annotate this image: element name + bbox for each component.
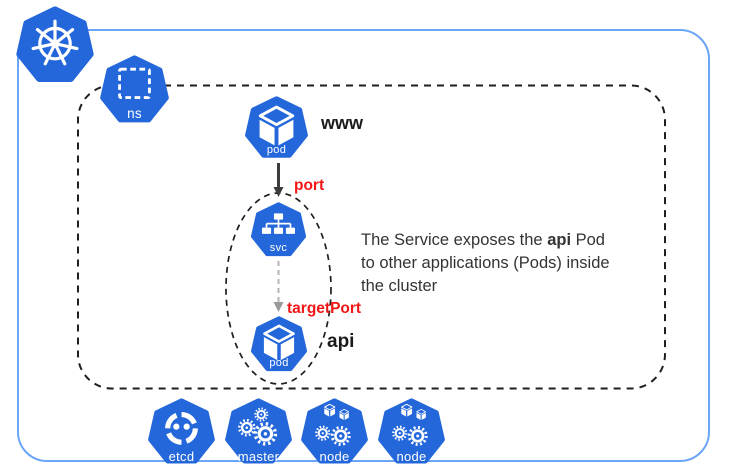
pod-www-name: www xyxy=(321,113,364,133)
annotation-line-1: The Service exposes the api Pod xyxy=(361,231,605,249)
port-label: port xyxy=(294,177,325,194)
service-icon: svc xyxy=(250,202,307,259)
master-icon: master xyxy=(224,398,293,467)
node-icon: node xyxy=(377,398,446,467)
annotation-line-2: to other applications (Pods) inside xyxy=(361,254,610,272)
node-icon-label: node xyxy=(396,449,427,465)
master-icon-label: master xyxy=(237,449,280,465)
etcd-icon: etcd xyxy=(147,398,216,467)
service-icon-label: svc xyxy=(269,242,288,255)
etcd-icon-label: etcd xyxy=(168,449,195,465)
pod-www-icon-label: pod xyxy=(266,143,287,156)
pod-www-icon: pod xyxy=(244,96,309,161)
annotation-text: The Service exposes the api Pod to other… xyxy=(361,229,627,298)
kubernetes-logo xyxy=(15,6,95,86)
node-icon-label: node xyxy=(319,449,350,465)
cluster-border xyxy=(17,29,710,462)
pod-api-icon: pod xyxy=(250,316,308,374)
pod-api-name: api xyxy=(327,331,355,352)
helm-wheel-icon xyxy=(31,19,79,66)
node-icon: node xyxy=(300,398,369,467)
namespace-icon: ns xyxy=(99,55,170,126)
annotation-line-3: the cluster xyxy=(361,277,438,295)
namespace-icon-label: ns xyxy=(127,105,142,121)
pod-api-icon-label: pod xyxy=(269,357,289,370)
targetport-label: targetPort xyxy=(287,300,362,317)
